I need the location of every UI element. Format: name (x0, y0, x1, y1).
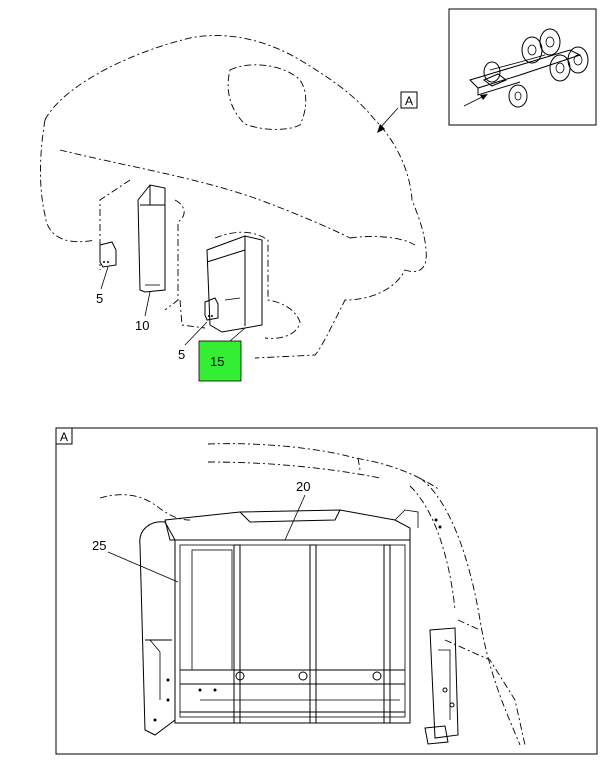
arrow-icon (379, 107, 399, 129)
view-a-detail: A (55, 427, 598, 755)
view-ref-label: A (405, 94, 413, 108)
callout-25: 25 (92, 538, 106, 553)
truck-locator-inset (448, 8, 597, 126)
callout-5-upper: 5 (96, 291, 103, 306)
cab-exploded-view: 5 10 5 15 A (40, 35, 427, 382)
callout-15: 15 (210, 354, 224, 369)
callout-20: 20 (296, 479, 310, 494)
view-ref-box (400, 91, 418, 109)
callout-15-highlight[interactable] (198, 340, 242, 382)
view-a-corner-label: A (60, 430, 68, 444)
view-a-corner-box (55, 427, 73, 445)
arrow-icon (463, 95, 485, 107)
callout-10: 10 (135, 318, 149, 333)
callout-5-lower: 5 (178, 347, 185, 362)
